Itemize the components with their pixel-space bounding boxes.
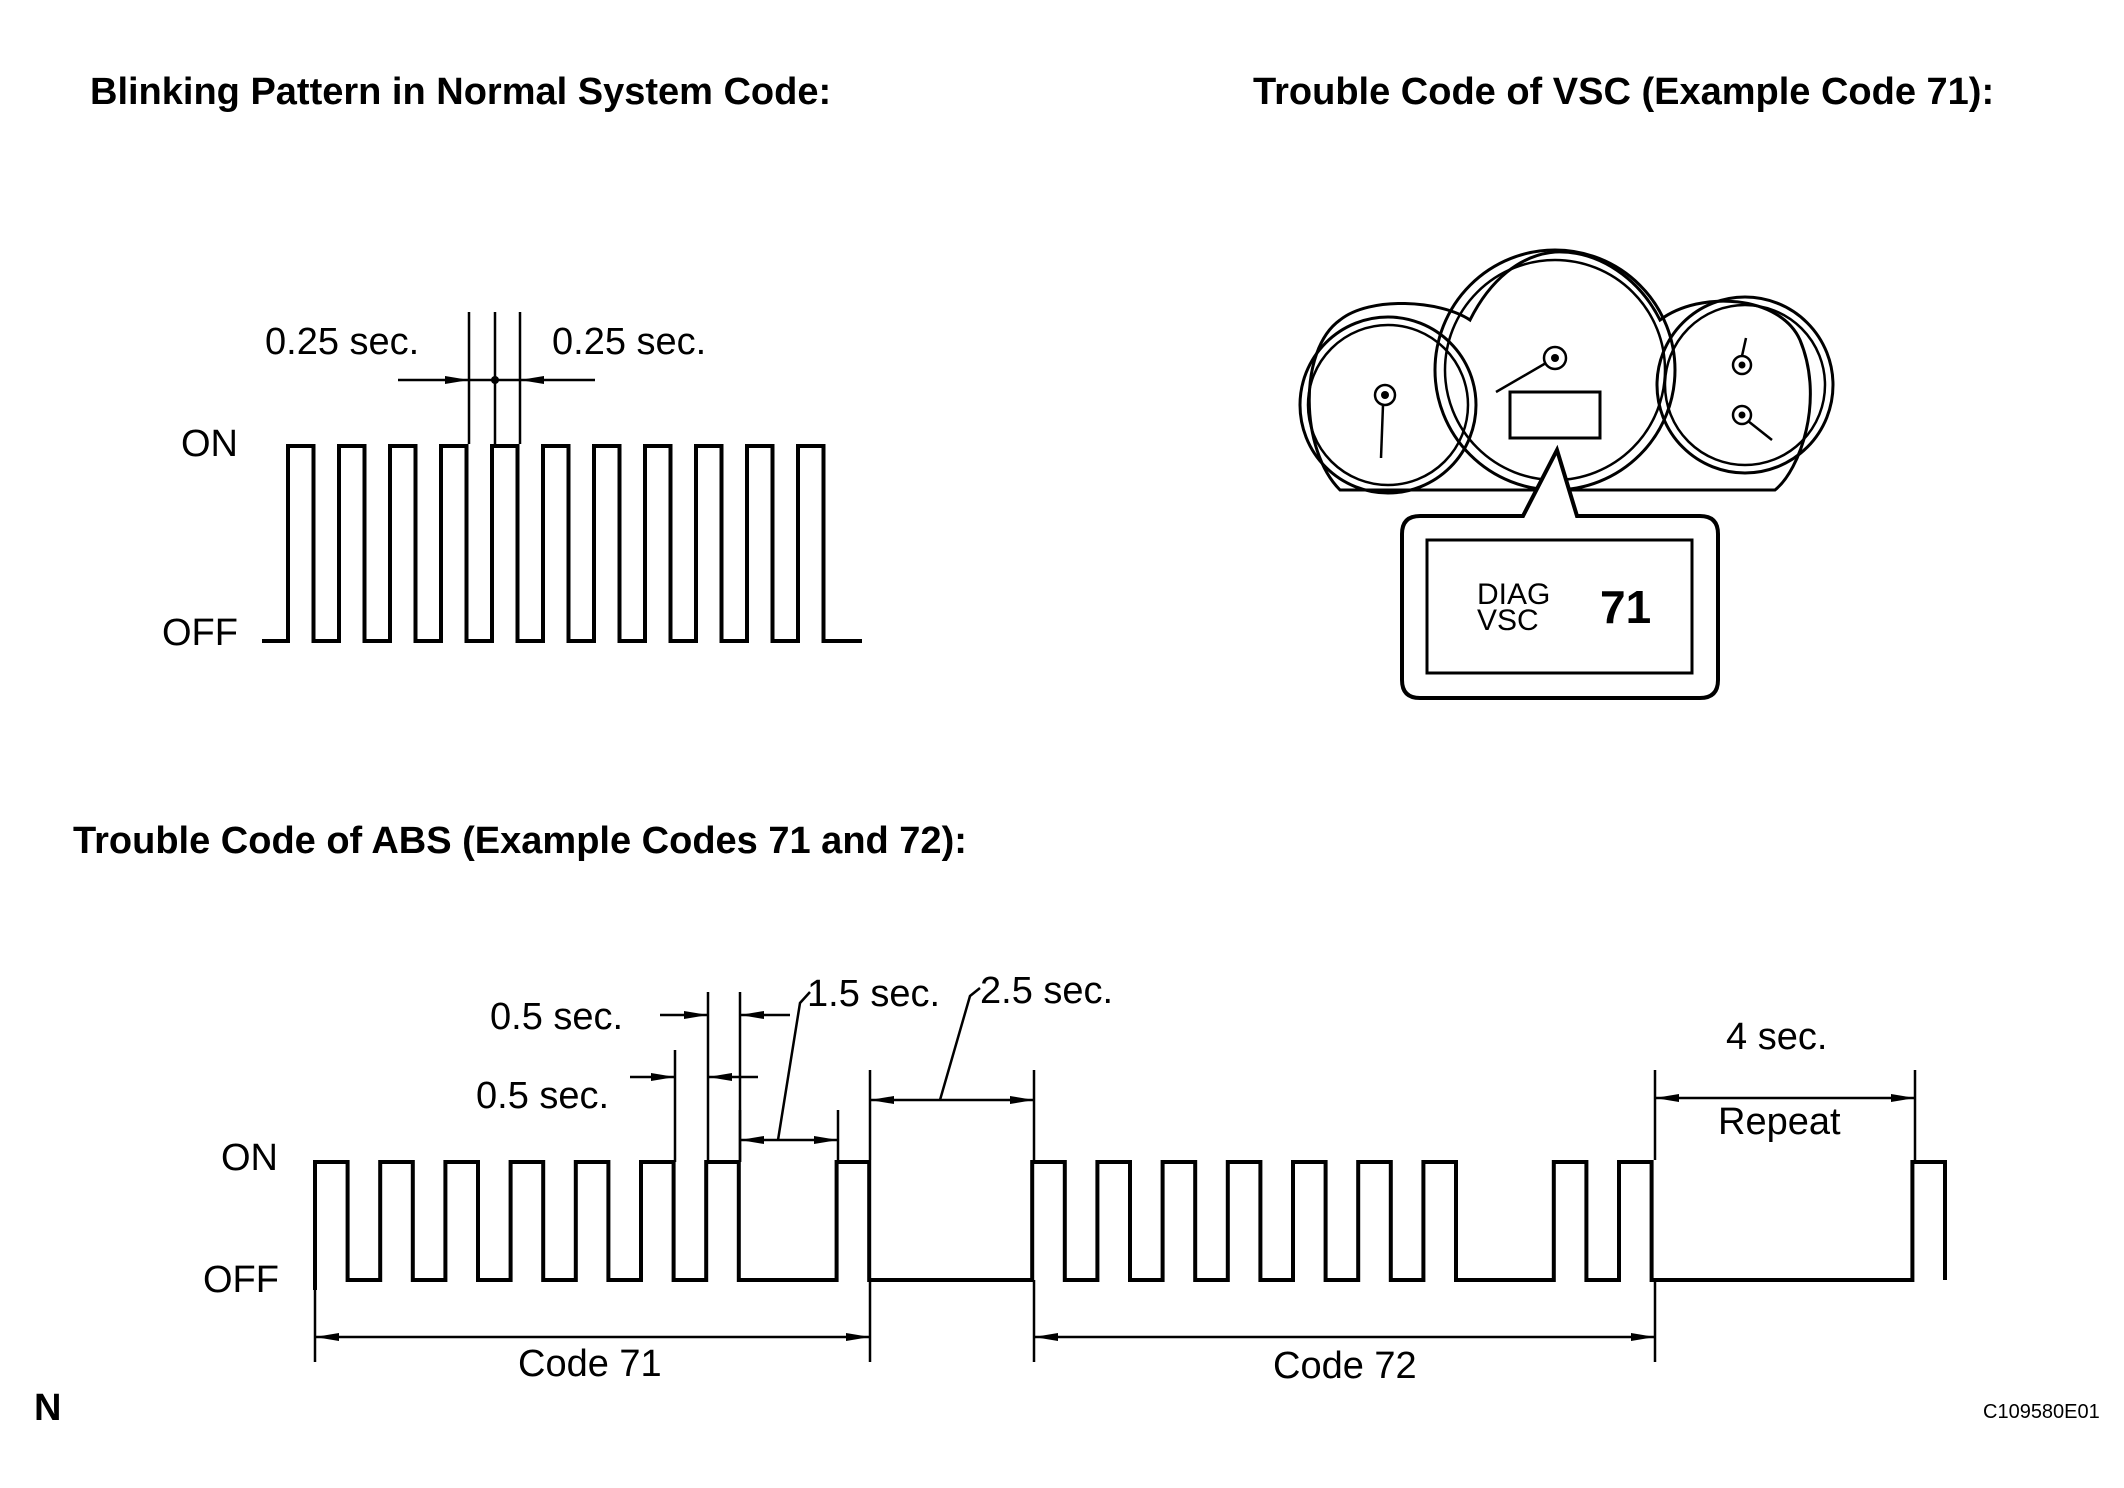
title-normal-pattern: Blinking Pattern in Normal System Code: [90,71,831,113]
normal-interval-left-label: 0.25 sec. [265,321,419,363]
abs-on-label: ON [221,1137,278,1179]
corner-letter: N [34,1387,61,1429]
center-gauge-needle [1495,361,1547,394]
normal-pattern-waveform [262,444,862,643]
left-gauge-hub-dot [1381,391,1389,399]
normal-interval-right-label: 0.25 sec. [552,321,706,363]
right-gauge-needle-bottom [1747,420,1773,441]
center-gauge-hub-dot [1551,354,1559,362]
cluster-housing [1307,250,1812,492]
normal-pattern-diagram: ON OFF 0.25 sec. 0.25 sec. [162,312,862,654]
display-code-text: 71 [1600,581,1651,633]
right-gauge-needle-top [1740,337,1748,357]
dim-on-label: 0.5 sec. [490,996,623,1038]
display-vsc-text: VSC [1477,604,1539,637]
left-gauge-hub [1373,383,1397,407]
normal-on-label: ON [181,423,238,465]
abs-off-label: OFF [203,1259,279,1301]
center-gauge-hub [1542,345,1568,371]
instrument-cluster-illustration: DIAG VSC 71 [1298,248,1835,700]
abs-pattern-waveform [313,1160,1947,1290]
display-callout-bubble [1400,444,1720,700]
dim-off-label: 0.5 sec. [476,1075,609,1117]
display-diag-text: DIAG [1477,578,1550,611]
figure-id: C109580E01 [1983,1401,2100,1423]
multi-info-display-window [1508,390,1602,440]
right-gauge-inner [1663,303,1827,467]
display-callout-screen [1425,538,1694,675]
left-gauge [1298,315,1478,495]
dim-digit-gap-leader [776,991,811,1141]
right-gauge-hub-top-dot [1738,361,1746,369]
code72-label: Code 72 [1273,1345,1417,1387]
dim-code-gap-leader [938,987,981,1101]
title-vsc-trouble-code: Trouble Code of VSC (Example Code 71): [1253,71,1994,113]
right-gauge-hub-bottom [1731,404,1753,426]
dim-digit-gap-label: 1.5 sec. [807,973,940,1015]
title-abs-trouble-code: Trouble Code of ABS (Example Codes 71 an… [73,820,967,862]
right-gauge [1655,295,1835,475]
left-gauge-inner [1306,323,1470,487]
dim-code-gap-label: 2.5 sec. [980,970,1113,1012]
normal-interval-dot [491,376,499,384]
normal-off-label: OFF [162,612,238,654]
left-gauge-needle [1379,404,1385,459]
code71-label: Code 71 [518,1343,662,1385]
abs-pattern-diagram: ON OFF 0.5 sec. 0.5 sec. 1.5 sec. 2.5 se… [203,970,1947,1387]
dim-repeat-time-label: 4 sec. [1726,1016,1827,1058]
right-gauge-hub-bottom-dot [1738,411,1746,419]
dim-repeat-label: Repeat [1718,1101,1841,1143]
